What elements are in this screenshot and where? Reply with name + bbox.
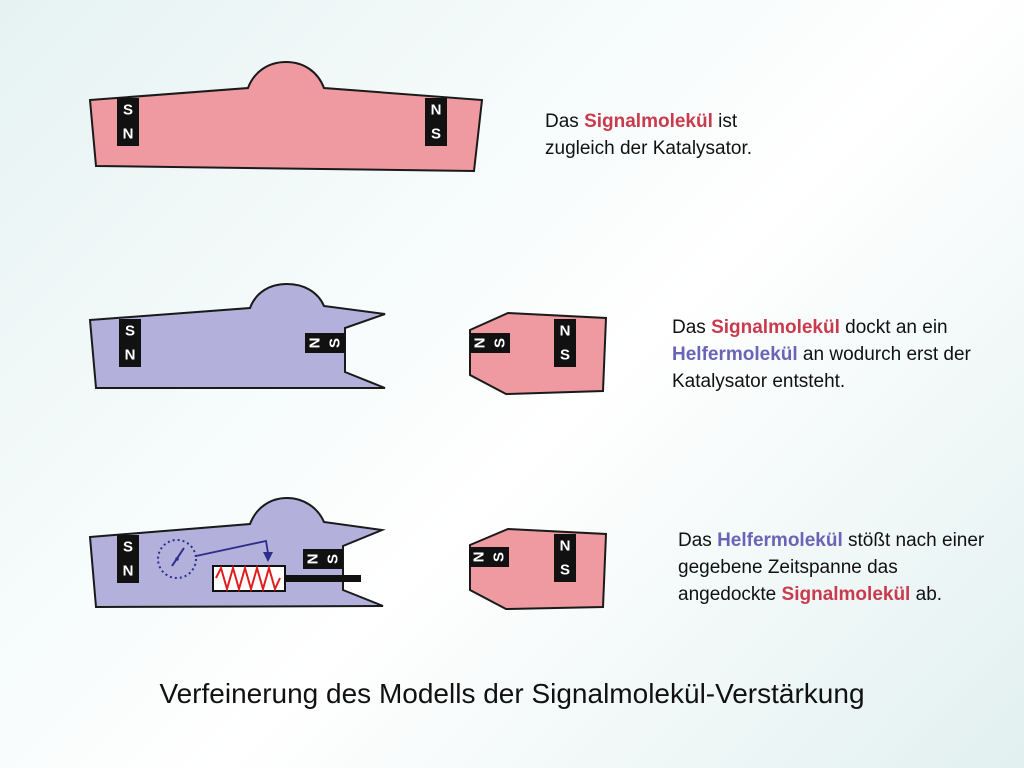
helper-molecule-term: Helfermolekül (717, 530, 843, 551)
piston-rod (285, 575, 361, 582)
magnet-docking-end: N S (469, 547, 509, 567)
magnet-docking-site: N S (303, 549, 343, 569)
magnet-pole-label: N (472, 338, 489, 349)
caption-text: dockt an ein (839, 317, 948, 338)
magnet-pole-label: N (125, 347, 136, 364)
caption-row-3: Das Helfermolekül stößt nach einer gegeb… (678, 527, 988, 608)
magnet-pole-label: S (431, 126, 441, 143)
magnet-right: N S (554, 319, 576, 367)
signal-molecule-body (88, 60, 484, 173)
helper-molecule-body (88, 282, 386, 389)
magnet-pole-label: S (492, 338, 509, 348)
magnet-pole-label: S (560, 562, 570, 579)
magnet-pole-label: S (125, 323, 135, 340)
signal-molecule-docking-body (469, 311, 608, 396)
magnet-docking-end: N S (470, 333, 510, 353)
magnet-docking-site: N S (305, 333, 345, 353)
caption-text: ab. (910, 584, 943, 605)
magnet-pole-label: S (560, 347, 570, 364)
caption-text: ist zugleich der Katalysator. (545, 111, 753, 159)
magnet-pole-label: N (431, 102, 442, 119)
caption-text: stößt nach einer gegebene Zeitspanne das… (678, 530, 985, 605)
magnet-right: N S (554, 534, 576, 582)
magnet-pole-label: S (123, 102, 133, 119)
magnet-pole-label: N (307, 338, 324, 349)
caption-text: Das (545, 111, 585, 132)
signal-molecule-term: Signalmolekül (584, 111, 713, 132)
dial-gauge-icon (157, 539, 197, 579)
magnet-pole-label: N (123, 563, 134, 580)
row-3-signal-molecule: N S N S (469, 527, 608, 611)
caption-text: Das (678, 530, 718, 551)
signal-molecule-term: Signalmolekül (711, 317, 840, 338)
magnet-pole-label: N (305, 554, 322, 565)
magnet-pole-label: S (123, 539, 133, 556)
signal-molecule-ejected-body (469, 527, 608, 611)
magnet-pole-label: N (471, 552, 488, 563)
row-1-signal-molecule: S N N S (88, 60, 484, 173)
magnet-pole-label: N (560, 538, 571, 555)
arrow-icon (195, 539, 273, 562)
magnet-left: S N (117, 535, 139, 583)
magnet-pole-label: S (325, 554, 342, 564)
magnet-pole-label: S (491, 552, 508, 562)
slide-title: Verfeinerung des Modells der Signalmolek… (159, 678, 865, 709)
row-2-helper-molecule: S N N S (88, 282, 386, 389)
row-2-signal-molecule: N S N S (469, 311, 608, 396)
magnet-pole-label: N (560, 323, 571, 340)
caption-row-1: Das Signalmolekül ist zugleich der Katal… (545, 108, 805, 162)
compressed-spring-icon (212, 564, 286, 593)
caption-text: Das (672, 317, 712, 338)
caption-text: an wodurch erst der Katalysator entsteht… (672, 344, 971, 392)
magnet-pole-label: N (123, 126, 134, 143)
helper-molecule-term: Helfermolekül (672, 344, 798, 365)
magnet-right: N S (425, 98, 447, 146)
row-3-helper-molecule: S N N S (88, 496, 386, 609)
magnet-left: S N (117, 98, 139, 146)
magnet-pole-label: S (327, 338, 344, 348)
magnet-left: S N (119, 319, 141, 367)
signal-molecule-term: Signalmolekül (781, 584, 911, 605)
caption-row-2: Das Signalmolekül dockt an ein Helfermol… (672, 314, 972, 395)
